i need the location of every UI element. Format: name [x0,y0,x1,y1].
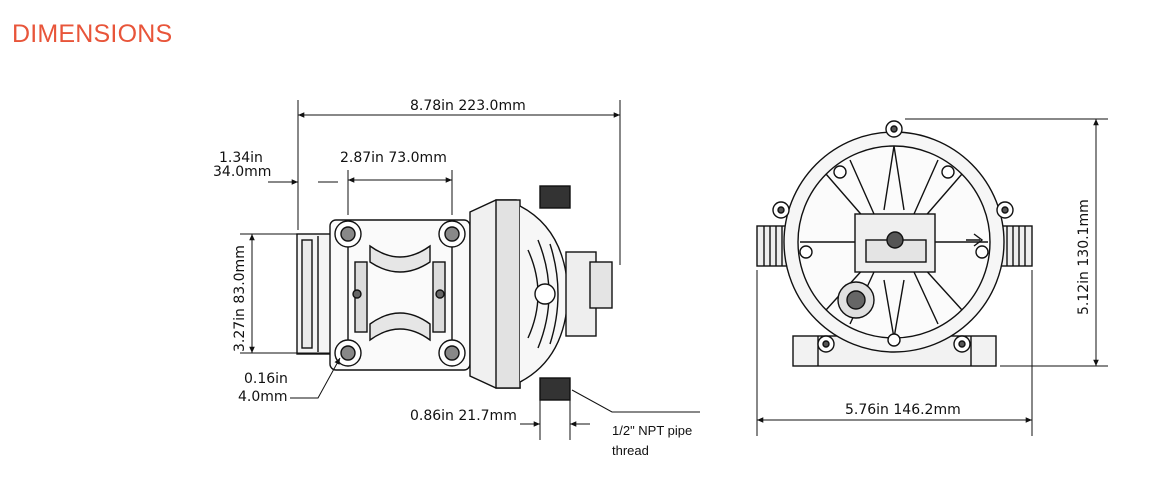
mount-hole-bottom-left [334,339,362,367]
port-top [539,185,571,209]
mount-hole-top-right [438,220,466,248]
front-view-dimensions [756,118,1108,436]
side-view-dimensions [240,100,700,440]
mounting-bracket [329,219,471,371]
front-height-label: 5.12in 130.1mm [1076,199,1092,315]
thread-note-line2: thread [612,443,649,458]
port-bottom [539,377,571,401]
motor-offset-mm-label: 34.0mm [213,164,271,180]
hole-dia-mm-label: 4.0mm [238,389,288,405]
front-width-label: 5.76in 146.2mm [845,402,961,418]
mount-hole-bottom-right [438,339,466,367]
motor-offset-in-label: 1.34in [219,150,263,166]
hole-dia-in-label: 0.16in [244,371,288,387]
front-view [756,120,1033,367]
mount-spacing-label: 2.87in 73.0mm [340,150,447,166]
overall-length-label: 8.78in 223.0mm [410,98,526,114]
thread-note-line1: 1/2" NPT pipe [612,423,692,438]
page-title: DIMENSIONS [12,20,173,48]
height-label: 3.27in 83.0mm [232,245,248,352]
housing-bolts [772,120,1014,353]
mount-hole-top-left [334,220,362,248]
pump-head [469,199,613,389]
side-view [296,185,613,401]
port-length-label: 0.86in 21.7mm [410,408,517,424]
pump-housing [783,131,1005,353]
